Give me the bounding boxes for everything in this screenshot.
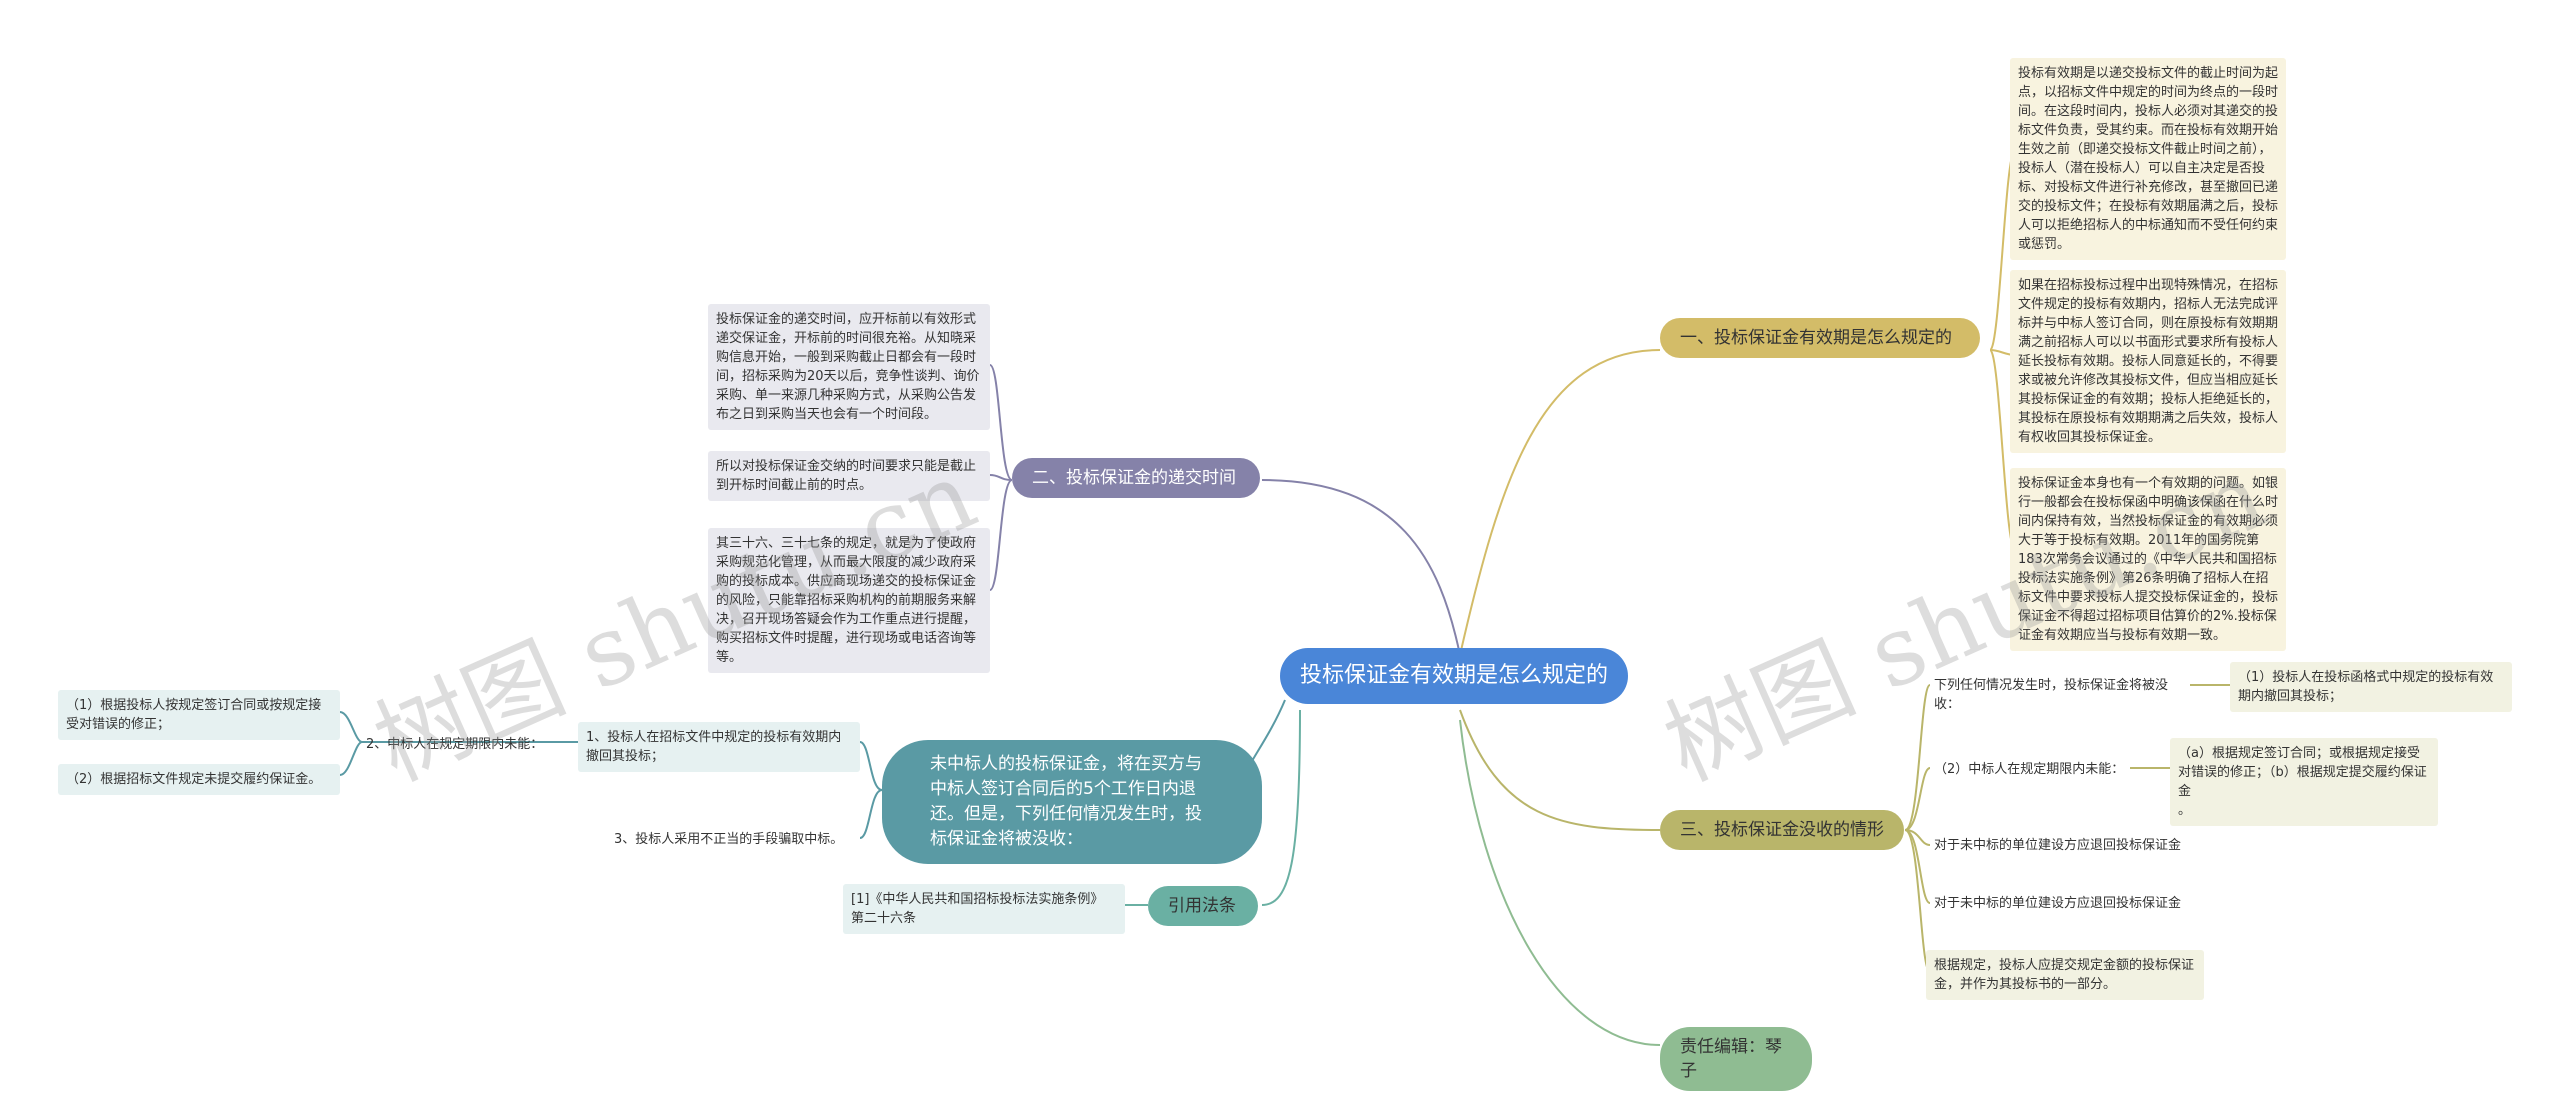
item-failure-details: （a）根据规定签订合同；或根据规定接受对错误的修正；（b）根据规定提交履约保证金… (2170, 738, 2438, 826)
branch-validity-period[interactable]: 一、投标保证金有效期是怎么规定的 (1660, 318, 1980, 358)
branch-unsuccessful-refund[interactable]: 未中标人的投标保证金，将在买方与中标人签订合同后的5个工作日内退还。但是，下列任… (882, 740, 1262, 864)
item-withdraw-within-period: 1、投标人在招标文件中规定的投标有效期内撤回其投标； (578, 722, 860, 772)
branch-label: 二、投标保证金的递交时间 (1032, 468, 1236, 488)
link-root-b1 (1459, 349, 1661, 656)
link-root-b2 (1261, 479, 1461, 656)
item-bid-bond-required: 根据规定，投标人应提交规定金额的投标保证金，并作为其投标书的一部分。 (1926, 950, 2204, 1000)
branch-label: 未中标人的投标保证金，将在买方与中标人签订合同后的5个工作日内退还。但是，下列任… (930, 754, 1202, 849)
link-root-b6 (1261, 709, 1301, 906)
item-sign-contract: （1）根据投标人按规定签订合同或按规定接受对错误的修正； (58, 690, 340, 740)
branch-label: 责任编辑：琴子 (1680, 1037, 1782, 1081)
item-winner-fails: 2、中标人在规定期限内未能： (366, 737, 544, 752)
branch-submission-time[interactable]: 二、投标保证金的递交时间 (1012, 458, 1260, 498)
leaf-validity-definition: 投标有效期是以递交投标文件的截止时间为起点，以招标文件中规定的时间为终点的一段时… (2010, 58, 2286, 260)
item-withdraw-bid: （1）投标人在投标函格式中规定的投标有效期内撤回其投标； (2230, 662, 2512, 712)
item-failure-details-end: 。 (2178, 803, 2192, 818)
root-topic[interactable]: 投标保证金有效期是怎么规定的 (1280, 648, 1628, 704)
leaf-validity-extension: 如果在招标投标过程中出现特殊情况，在招标文件规定的投标有效期内，招标人无法完成评… (2010, 270, 2286, 453)
branch-label: 引用法条 (1168, 896, 1236, 916)
item-refund-unsuccessful-2: 对于未中标的单位建设方应退回投标保证金 (1934, 896, 2182, 911)
item-improper-means: 3、投标人采用不正当的手段骗取中标。 (614, 832, 844, 847)
item-winner-failure: （2）中标人在规定期限内未能： (1934, 762, 2125, 777)
branch-label: 一、投标保证金有效期是怎么规定的 (1680, 328, 1952, 348)
branch-cited-law[interactable]: 引用法条 (1148, 886, 1258, 926)
item-forfeiture-intro: 下列任何情况发生时，投标保证金将被没收： (1934, 678, 2169, 712)
link-root-b4 (1459, 719, 1661, 1046)
item-refund-unsuccessful-1: 对于未中标的单位建设方应退回投标保证金 (1934, 838, 2182, 853)
leaf-regulation-articles: 其三十六、三十七条的规定，就是为了使政府采购规范化管理，从而最大限度的减少政府采… (708, 528, 990, 673)
leaf-submission-deadline: 所以对投标保证金交纳的时间要求只能是截止到开标时间截止前的时点。 (708, 451, 990, 501)
leaf-law-reference[interactable]: [1]《中华人民共和国招标投标法实施条例》 第二十六条 (843, 884, 1125, 934)
branch-label: 三、投标保证金没收的情形 (1680, 820, 1884, 840)
link-root-b3 (1459, 709, 1661, 831)
root-label: 投标保证金有效期是怎么规定的 (1300, 663, 1609, 688)
leaf-guarantee-validity: 投标保证金本身也有一个有效期的问题。如银行一般都会在投标保函中明确该保函在什么时… (2010, 468, 2286, 651)
branch-forfeiture-cases[interactable]: 三、投标保证金没收的情形 (1660, 810, 1904, 850)
leaf-submission-time: 投标保证金的递交时间，应开标前以有效形式递交保证金，开标前的时间很充裕。从知晓采… (708, 304, 990, 430)
branch-editor[interactable]: 责任编辑：琴子 (1660, 1027, 1812, 1091)
item-performance-bond: （2）根据招标文件规定未提交履约保证金。 (58, 764, 340, 795)
